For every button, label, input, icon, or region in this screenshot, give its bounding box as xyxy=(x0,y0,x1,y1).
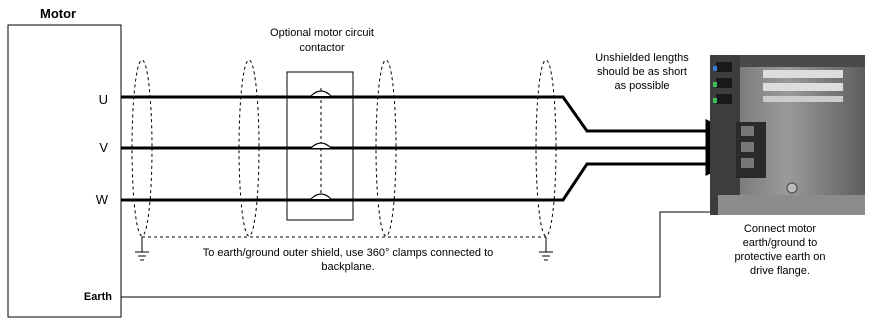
contactor-label-2: contactor xyxy=(299,42,345,54)
unshielded-note-2: should be as short xyxy=(597,66,687,78)
contactor-contact-w xyxy=(310,193,332,200)
unshielded-note-3: as possible xyxy=(614,80,669,92)
shield-note-1: To earth/ground outer shield, use 360° c… xyxy=(203,247,494,259)
shield-ring-4 xyxy=(535,59,557,237)
terminal-u-label: U xyxy=(99,92,108,107)
ground-symbol-right xyxy=(539,237,553,261)
terminal-w-label: W xyxy=(96,192,109,207)
shield-note-2: backplane. xyxy=(321,261,374,273)
earth-label: Earth xyxy=(84,291,112,303)
drive-unit-image xyxy=(710,55,865,215)
shield-ring-3 xyxy=(375,59,397,237)
unshielded-note-1: Unshielded lengths xyxy=(595,52,689,64)
shield-ring-2 xyxy=(238,59,260,237)
earth-note-3: protective earth on xyxy=(734,251,825,263)
wire-u xyxy=(121,95,730,143)
terminal-v-label: V xyxy=(99,140,108,155)
ground-symbol-left xyxy=(135,237,149,261)
motor-title: Motor xyxy=(40,6,76,21)
motor-box xyxy=(7,24,122,318)
earth-note-4: drive flange. xyxy=(750,265,810,277)
contactor-contact-v xyxy=(310,142,332,149)
earth-note-2: earth/ground to xyxy=(743,237,818,249)
shield-ring-1 xyxy=(131,59,153,237)
wire-w xyxy=(121,152,730,202)
contactor-contact-u xyxy=(310,90,332,97)
contactor-label-1: Optional motor circuit xyxy=(270,27,374,39)
earth-note-1: Connect motor xyxy=(744,223,816,235)
contactor-box xyxy=(286,71,354,221)
